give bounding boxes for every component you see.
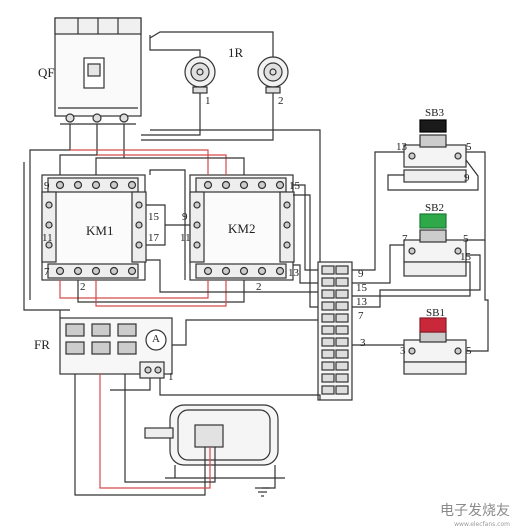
- km1-terminal-15: 15: [148, 211, 159, 223]
- km2-terminal-2: 2: [256, 281, 262, 293]
- watermark-url: www.elecfans.com: [454, 521, 510, 528]
- tb-terminal-3: 3: [360, 337, 366, 349]
- sb3-terminal-13: 13: [396, 141, 407, 153]
- fr-terminal-1: 1: [168, 371, 174, 383]
- km2-terminal-13: 13: [288, 267, 299, 279]
- km1-terminal-2: 2: [80, 281, 86, 293]
- ammeter-label: A: [152, 333, 160, 345]
- motor: [144, 404, 285, 479]
- contactor-km2: [189, 174, 295, 281]
- km2-label: KM2: [228, 221, 256, 236]
- breaker-label: QF: [38, 65, 55, 80]
- km1-terminal-17: 17: [148, 232, 159, 244]
- sb3-terminal-5: 5: [466, 141, 472, 153]
- bell-2: [257, 56, 289, 94]
- fr-label: FR: [34, 337, 50, 352]
- sb1-terminal-5: 5: [466, 345, 472, 357]
- km1-terminal-11: 11: [42, 232, 53, 244]
- contactor-km1: [41, 174, 147, 281]
- watermark-logo: 电子发烧友: [440, 503, 510, 519]
- km2-terminal-11: 11: [180, 232, 191, 244]
- button-sb3: [403, 119, 467, 183]
- tb-terminal-15: 15: [356, 282, 367, 294]
- sb1-label: SB1: [426, 307, 445, 319]
- sb1-terminal-3: 3: [400, 345, 406, 357]
- button-sb1: [403, 317, 467, 375]
- sb2-label: SB2: [425, 202, 444, 214]
- sb2-terminal-15: 15: [460, 251, 471, 263]
- bell-1-label: 1: [205, 95, 211, 107]
- tb-terminal-13: 13: [356, 296, 367, 308]
- sb2-terminal-5: 5: [463, 233, 469, 245]
- bell-2-label: 2: [278, 95, 284, 107]
- tb-terminal-9: 9: [358, 268, 364, 280]
- km1-terminal-7: 7: [44, 266, 50, 278]
- motor-wiring: [59, 310, 321, 497]
- km2-terminal-15: 15: [289, 180, 300, 192]
- power-wiring: [23, 124, 245, 311]
- sb3-terminal-9: 9: [464, 172, 470, 184]
- km1-label: KM1: [86, 223, 114, 238]
- km2-terminal-9: 9: [182, 211, 188, 223]
- tb-terminal-7: 7: [358, 310, 364, 322]
- sb2-terminal-7: 7: [402, 233, 408, 245]
- control-wiring: [146, 129, 489, 352]
- terminal-block: [317, 261, 353, 401]
- button-sb2: [403, 213, 467, 277]
- overload-relay-fr: [59, 317, 173, 379]
- circuit-breaker-qf: [54, 17, 142, 125]
- sb3-label: SB3: [425, 107, 444, 119]
- km1-terminal-9: 9: [44, 180, 50, 192]
- bell-1: [184, 56, 216, 94]
- bells-label: 1R: [228, 45, 244, 60]
